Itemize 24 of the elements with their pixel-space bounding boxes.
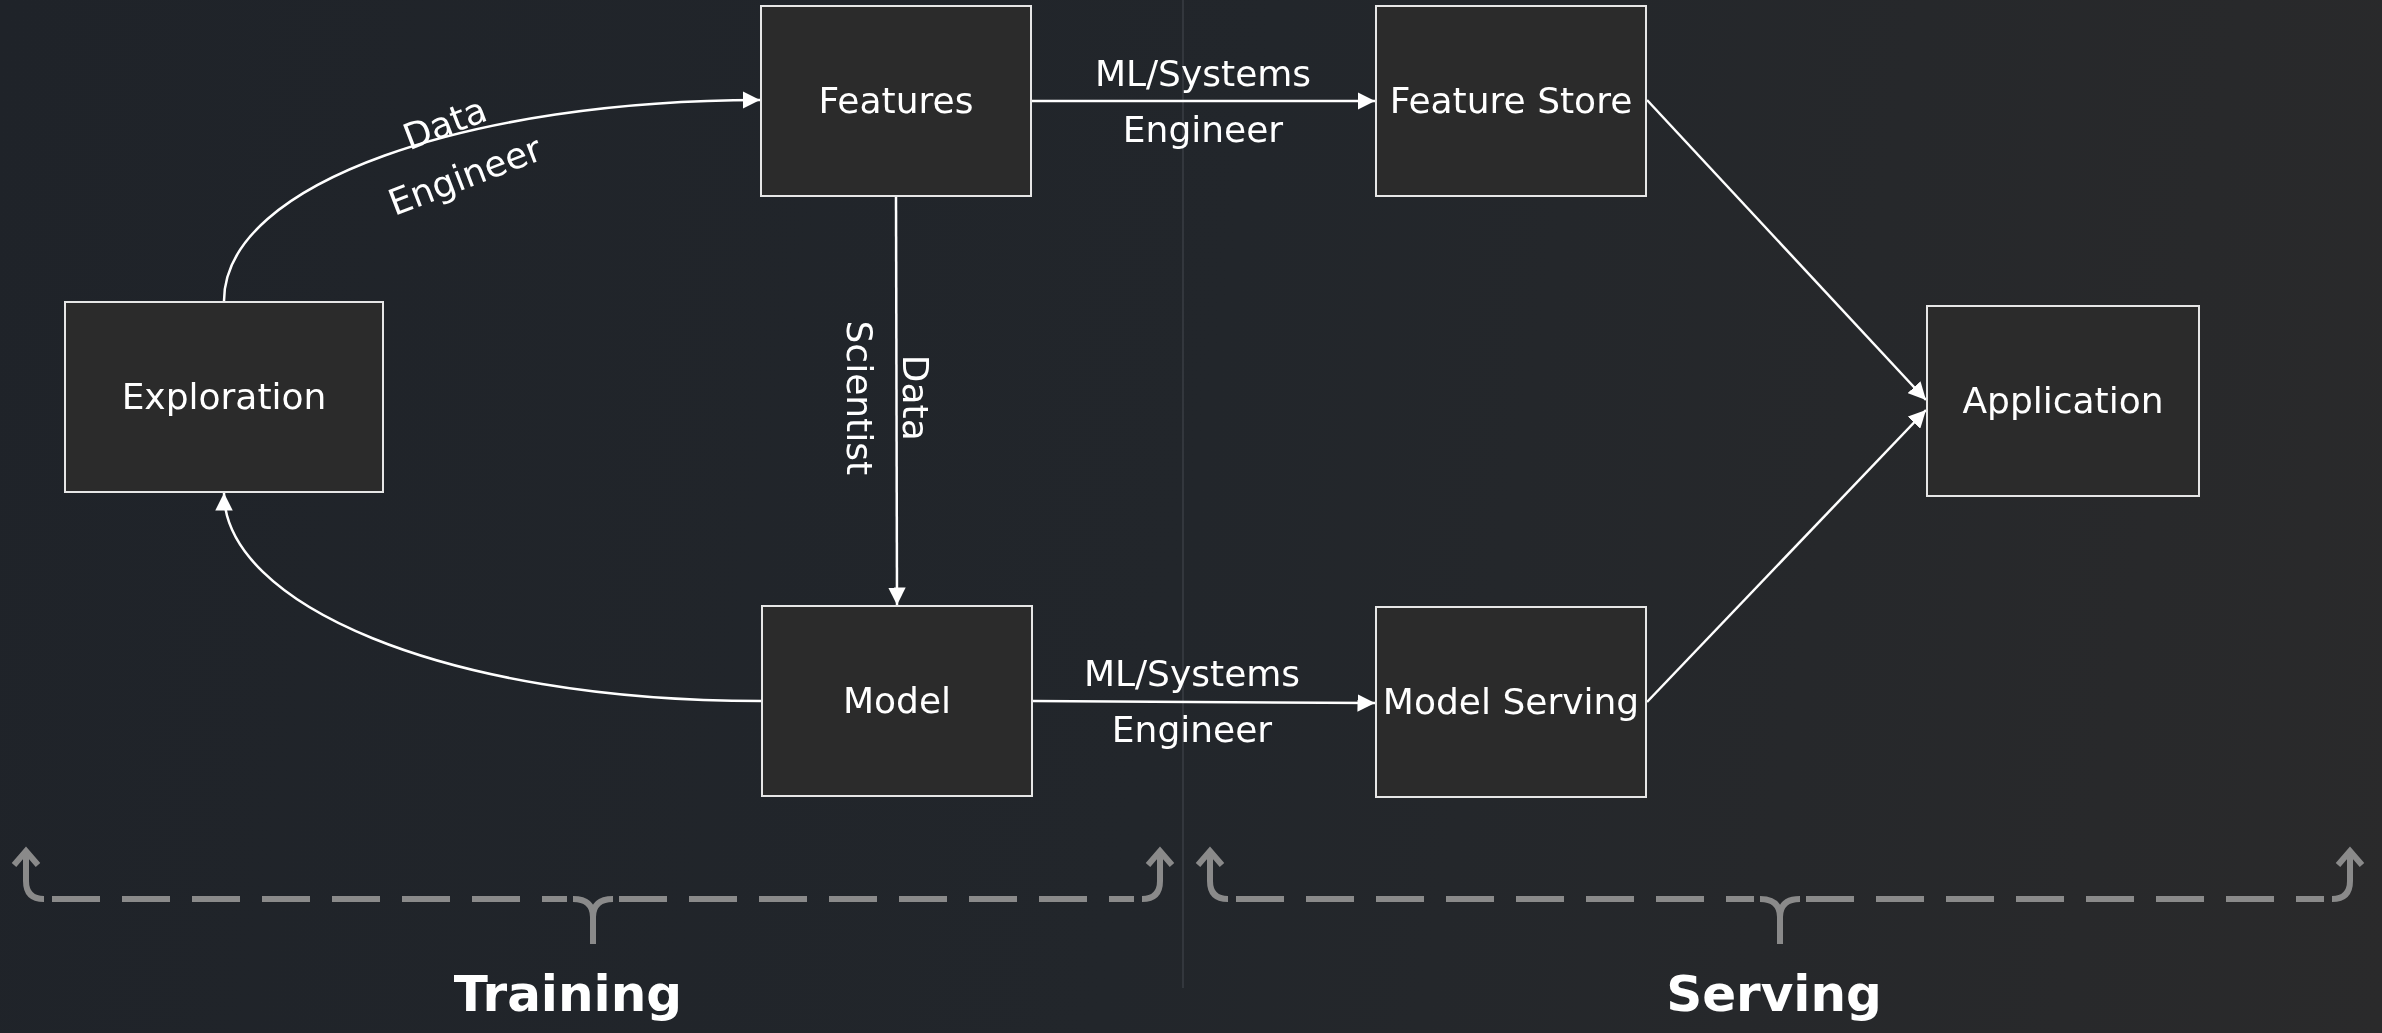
- arrow: [222, 91, 761, 302]
- edge-label: Data Scientist: [838, 319, 937, 478]
- arrow: [1033, 694, 1375, 712]
- process-box: [1375, 5, 1647, 197]
- arrow: [1032, 92, 1375, 110]
- box-label: Model Serving: [1382, 679, 1640, 724]
- arrow: [1646, 409, 1927, 703]
- section-label: Training: [453, 965, 683, 1023]
- box-label: Exploration: [121, 374, 327, 419]
- edge-label: ML/Systems Engineer: [1093, 52, 1313, 152]
- box-label: Features: [818, 78, 974, 123]
- process-box: [64, 301, 384, 493]
- box-label: Feature Store: [1389, 78, 1633, 123]
- arrow: [888, 197, 906, 605]
- process-box: [1375, 606, 1647, 798]
- box-label: Application: [1962, 378, 2164, 423]
- process-box: [760, 5, 1032, 197]
- process-box: [1926, 305, 2200, 497]
- arrow: [1646, 99, 1927, 401]
- box-label: Model: [842, 678, 952, 723]
- section-label: Serving: [1666, 965, 1882, 1023]
- arrow: [218, 492, 762, 703]
- process-box: [761, 605, 1033, 797]
- edge-label: ML/Systems Engineer: [1082, 652, 1302, 752]
